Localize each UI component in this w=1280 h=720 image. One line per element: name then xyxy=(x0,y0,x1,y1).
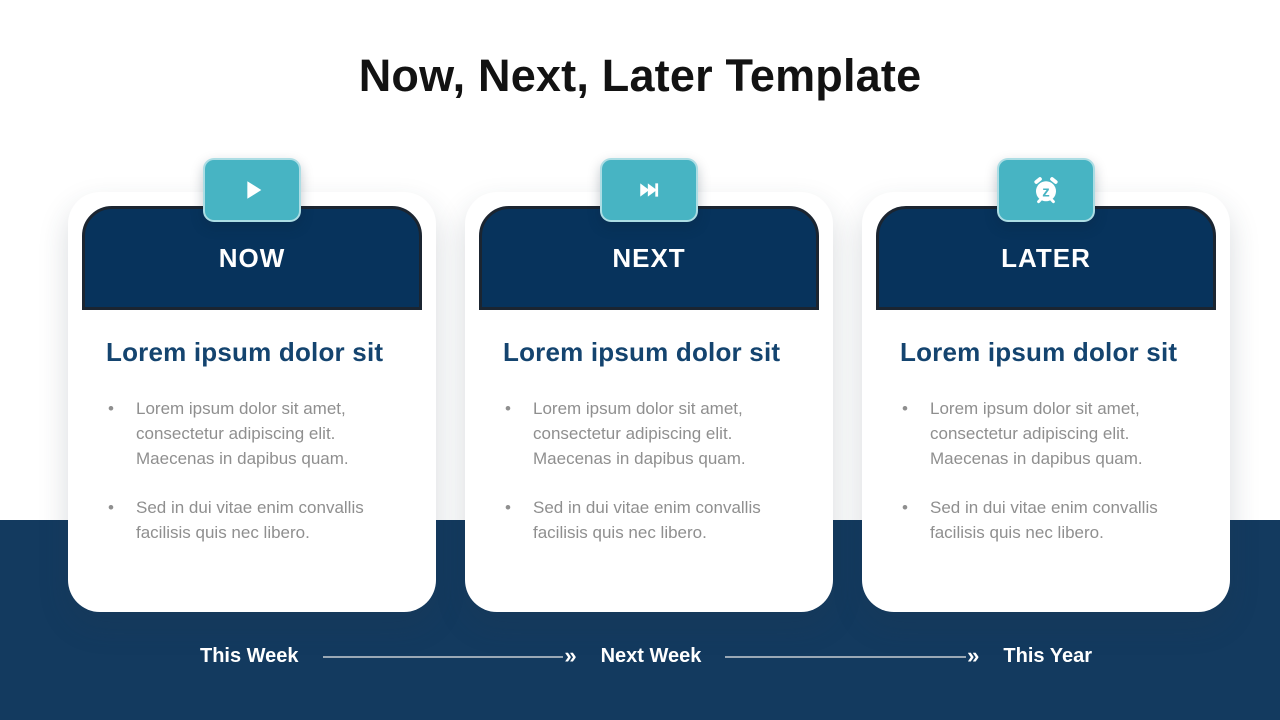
card-label-later: LATER xyxy=(1001,242,1091,273)
card-next: NEXT Lorem ipsum dolor sit Lorem ipsum d… xyxy=(465,158,833,612)
arrow-line xyxy=(322,655,564,658)
bullet-item: Sed in dui vitae enim convallis facilisi… xyxy=(106,495,408,545)
card-header-next: NEXT xyxy=(479,206,819,310)
timeline-label-this-week: This Week xyxy=(200,645,299,667)
card-heading: Lorem ipsum dolor sit xyxy=(503,337,781,367)
bullet-list: Lorem ipsum dolor sit amet, consectetur … xyxy=(503,396,805,545)
bullet-list: Lorem ipsum dolor sit amet, consectetur … xyxy=(106,396,408,545)
card-later: z LATER Lorem ipsum dolor sit Lorem ipsu… xyxy=(862,158,1230,612)
play-icon-button[interactable] xyxy=(203,158,301,222)
chevron-right-icon: » xyxy=(967,642,980,668)
card-heading: Lorem ipsum dolor sit xyxy=(900,337,1178,367)
fast-forward-icon xyxy=(640,183,659,197)
play-icon xyxy=(247,181,262,199)
card-header-now: NOW xyxy=(82,206,422,310)
timeline-label-next-week: Next Week xyxy=(600,645,702,667)
bullet-item: Lorem ipsum dolor sit amet, consectetur … xyxy=(106,396,408,471)
arrow-right-icon: » xyxy=(725,642,980,668)
timeline: This Week » Next Week » This Year xyxy=(200,642,1092,668)
bullet-item: Lorem ipsum dolor sit amet, consectetur … xyxy=(900,396,1202,471)
card-now: NOW Lorem ipsum dolor sit Lorem ipsum do… xyxy=(68,158,436,612)
card-label-now: NOW xyxy=(218,242,286,273)
page-title: Now, Next, Later Template xyxy=(358,50,922,101)
arrow-right-icon: » xyxy=(322,642,577,668)
card-body-now: Lorem ipsum dolor sit Lorem ipsum dolor … xyxy=(68,310,436,545)
arrow-line xyxy=(725,655,967,658)
fast-forward-icon-button[interactable] xyxy=(600,158,698,222)
card-body-next: Lorem ipsum dolor sit Lorem ipsum dolor … xyxy=(465,310,833,545)
alarm-snooze-icon: z xyxy=(1034,177,1058,204)
bullet-list: Lorem ipsum dolor sit amet, consectetur … xyxy=(900,396,1202,545)
chevron-right-icon: » xyxy=(564,642,577,668)
timeline-label-this-year: This Year xyxy=(1003,645,1092,667)
bullet-item: Sed in dui vitae enim convallis facilisi… xyxy=(900,495,1202,545)
cards-row: NOW Lorem ipsum dolor sit Lorem ipsum do… xyxy=(68,158,1230,612)
alarm-snooze-icon-button[interactable]: z xyxy=(997,158,1095,222)
card-body-later: Lorem ipsum dolor sit Lorem ipsum dolor … xyxy=(862,310,1230,545)
bullet-item: Sed in dui vitae enim convallis facilisi… xyxy=(503,495,805,545)
bullet-item: Lorem ipsum dolor sit amet, consectetur … xyxy=(503,396,805,471)
svg-text:z: z xyxy=(1042,184,1050,201)
card-heading: Lorem ipsum dolor sit xyxy=(106,337,384,367)
card-label-next: NEXT xyxy=(612,242,686,273)
